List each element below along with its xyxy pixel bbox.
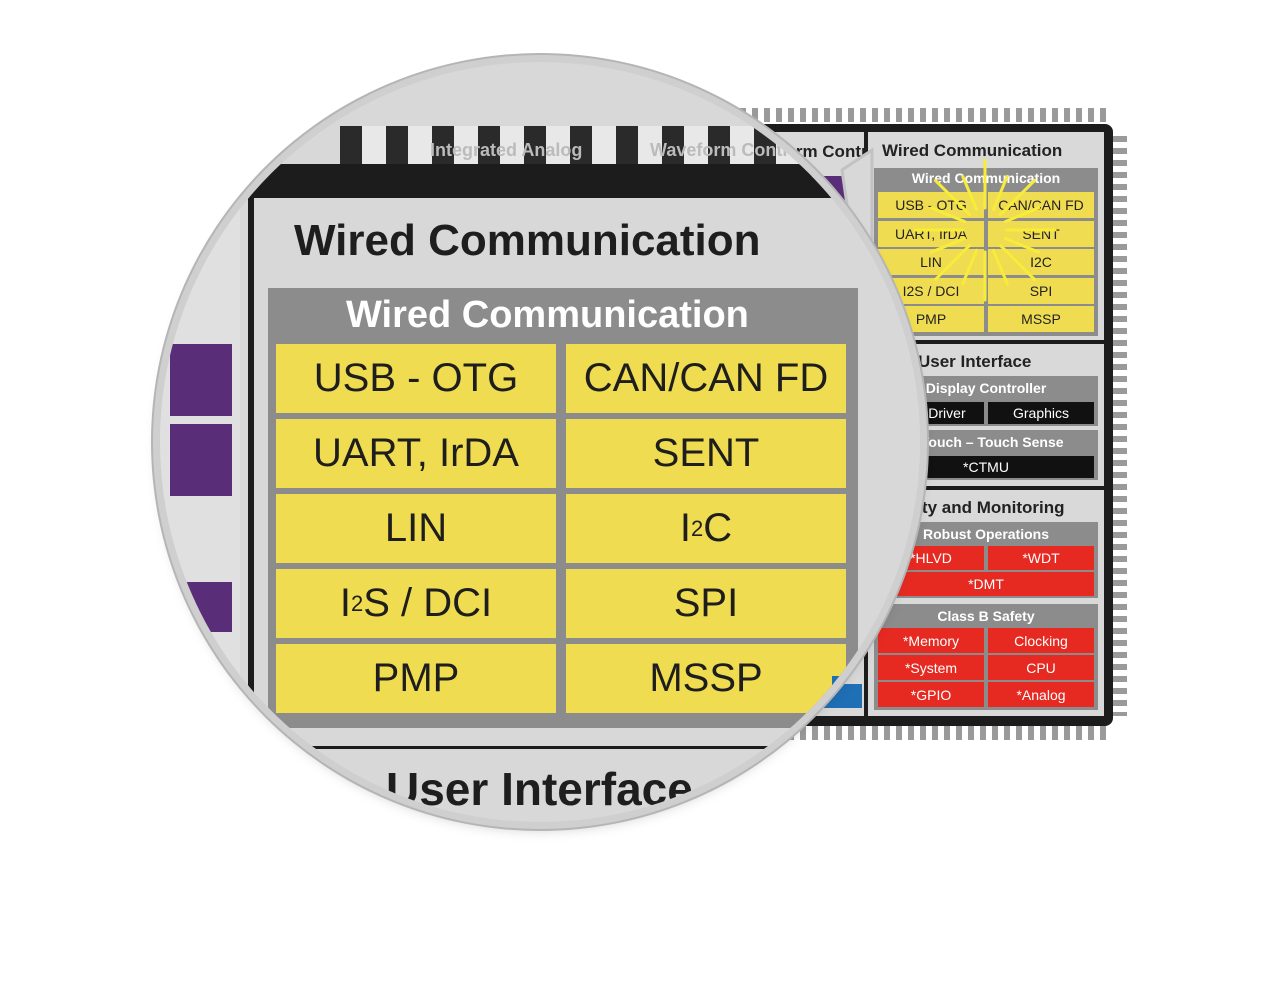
chip-display-group-title: Display Controller — [925, 380, 1047, 396]
burst-ray — [929, 206, 967, 224]
burst-ray — [1003, 236, 1041, 254]
chip-pins-right — [1113, 136, 1127, 716]
chip-safety-title: Safety and Monitoring — [886, 498, 1065, 517]
chip-pins-top — [740, 108, 1112, 122]
lens-wired-cell: LIN — [276, 494, 556, 563]
lens-content: Integrated Analog Waveform Control Wired… — [160, 62, 920, 822]
chip-wdt: *WDT — [988, 546, 1094, 570]
burst-ray — [961, 248, 979, 286]
burst-ray — [929, 236, 967, 254]
lens-wired-section: Wired Communication Wired Communication … — [254, 198, 920, 746]
chip-display-group: Display Controller LCD Driver Graphics — [874, 376, 1098, 426]
lens-divider — [248, 198, 254, 758]
lens-waveform-control: Waveform Control — [650, 140, 806, 160]
chip-ctmu: *CTMU — [878, 456, 1094, 478]
chip-classb-cell: CPU — [988, 655, 1094, 680]
chip-touch-group-title: mTouch – Touch Sense — [908, 434, 1064, 450]
lens-purple-block-2 — [170, 424, 232, 496]
highlight-burst — [913, 158, 1057, 302]
chip-classb-group-title: Class B Safety — [937, 608, 1035, 624]
chip-ui-section: User Interface Display Controller LCD Dr… — [868, 344, 1104, 486]
chip-wired-cell: I2C — [988, 249, 1094, 275]
burst-ray — [999, 179, 1036, 216]
burst-ray — [999, 244, 1036, 281]
chip-graphics: Graphics — [988, 402, 1094, 424]
burst-ray — [934, 179, 971, 216]
lens-wired-cell: PMP — [276, 644, 556, 713]
burst-ray — [991, 248, 1009, 286]
lens-wired-cell: MSSP — [566, 644, 846, 713]
lens-wired-cell: UART, IrDA — [276, 419, 556, 488]
lens-purple-block-1 — [170, 344, 232, 416]
chip-robust-group-title: Robust Operations — [922, 526, 1049, 542]
lens-next-section-title: User Interface — [386, 763, 693, 815]
lens-chip-edge — [160, 164, 920, 198]
lens-right-blue-block — [832, 676, 862, 708]
lens-wired-cell: USB - OTG — [276, 344, 556, 413]
burst-ray — [991, 174, 1009, 212]
chip-classb-cell: Clocking — [988, 628, 1094, 653]
lens-wired-group-title: Wired Communication — [346, 294, 749, 336]
burst-ray — [934, 244, 971, 281]
burst-ray — [961, 174, 979, 212]
lens-purple-block-3 — [170, 582, 232, 632]
lens-wired-cell: SENT — [566, 419, 846, 488]
lens-integrated-analog: Integrated Analog — [430, 140, 583, 160]
chip-wired-cell: MSSP — [988, 306, 1094, 332]
lens-wired-title: Wired Communication — [294, 216, 761, 265]
burst-ray — [1003, 206, 1041, 224]
lens-bottom-divider — [160, 746, 920, 749]
magnifier-lens: Integrated Analog Waveform Control Wired… — [160, 62, 920, 822]
chip-wired-title: Wired Communication — [882, 141, 1063, 160]
chip-wired-cell: CAN/CAN FD — [988, 192, 1094, 218]
lens-wired-cell: SPI — [566, 569, 846, 638]
chip-classb-cell: *Analog — [988, 682, 1094, 707]
lens-wired-cell: CAN/CAN FD — [566, 344, 846, 413]
chip-ui-title: User Interface — [918, 352, 1032, 371]
